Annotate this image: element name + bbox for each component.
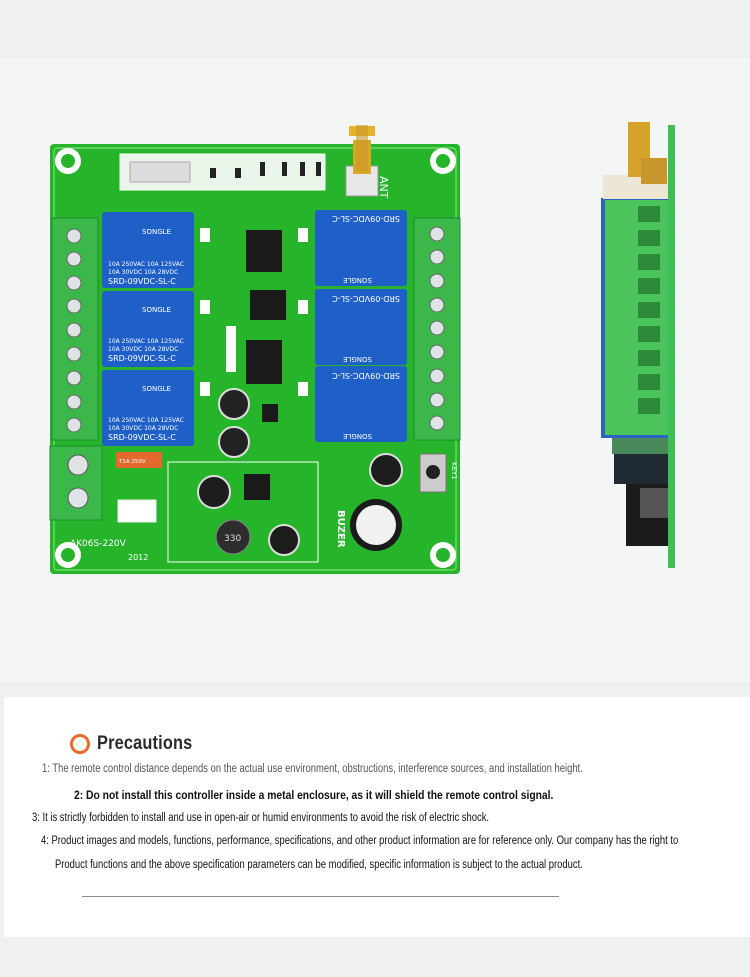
precaution-item-4: 4: Product images and models, functions,…	[41, 835, 679, 847]
svg-text:10A 30VDC 10A 28VDC: 10A 30VDC 10A 28VDC	[108, 346, 178, 353]
svg-text:KEY1: KEY1	[450, 462, 458, 480]
precautions-title: Precautions	[97, 733, 193, 754]
svg-text:330: 330	[224, 534, 241, 544]
svg-text:SRD-09VDC-SL-C: SRD-09VDC-SL-C	[108, 277, 176, 286]
bottom-band	[0, 950, 750, 977]
board-date-label: 2012	[128, 553, 148, 562]
svg-text:SONGLE: SONGLE	[142, 385, 171, 393]
top-band	[0, 0, 750, 42]
precautions-panel	[4, 697, 750, 937]
relay-left-2: SONGLE 10A 250VAC 10A 125VAC 10A 30VDC 1…	[102, 291, 194, 367]
relay-board: ANT SONGL	[49, 125, 461, 574]
terminal-screw-icon	[429, 226, 445, 431]
buzzer-icon	[350, 499, 402, 551]
buzzer-label: BUZER	[335, 510, 346, 548]
mounting-hole-icon	[55, 148, 456, 568]
svg-text:10A 250VAC 10A 125VAC: 10A 250VAC 10A 125VAC	[108, 417, 184, 424]
relay-right-2: SRD-09VDC-SL-C SONGLE	[315, 289, 407, 365]
svg-text:SRD-09VDC-SL-C: SRD-09VDC-SL-C	[332, 371, 400, 380]
svg-text:10A 30VDC 10A 28VDC: 10A 30VDC 10A 28VDC	[108, 425, 178, 432]
relay-board-side-view	[601, 122, 675, 568]
capacitor-icon	[197, 388, 403, 556]
inductor-icon	[215, 519, 251, 555]
svg-text:10A 30VDC 10A 28VDC: 10A 30VDC 10A 28VDC	[108, 269, 178, 276]
precaution-item-1: 1: The remote control distance depends o…	[42, 763, 583, 775]
svg-text:10A 250VAC 10A 125VAC: 10A 250VAC 10A 125VAC	[108, 261, 184, 268]
svg-text:SRD-09VDC-SL-C: SRD-09VDC-SL-C	[108, 354, 176, 363]
fuse-icon	[116, 452, 162, 468]
antenna-label: ANT	[377, 176, 390, 199]
svg-text:SRD-09VDC-SL-C: SRD-09VDC-SL-C	[108, 433, 176, 442]
svg-text:T1A 250V: T1A 250V	[118, 459, 146, 465]
terminal-screw-icon	[66, 228, 82, 433]
circle-bullet-icon	[70, 734, 90, 754]
precaution-item-3: 3: It is strictly forbidden to install a…	[32, 812, 490, 824]
svg-text:SONGLE: SONGLE	[343, 355, 372, 363]
svg-text:SRD-09VDC-SL-C: SRD-09VDC-SL-C	[332, 294, 400, 303]
precaution-item-2: 2: Do not install this controller inside…	[74, 788, 554, 802]
svg-text:SONGLE: SONGLE	[343, 432, 372, 440]
relay-right-3: SRD-09VDC-SL-C SONGLE	[315, 366, 407, 442]
svg-text:SONGLE: SONGLE	[142, 306, 171, 314]
relay-left-3: SONGLE 10A 250VAC 10A 125VAC 10A 30VDC 1…	[102, 370, 194, 446]
precautions-heading: Precautions	[70, 733, 208, 755]
svg-text:SRD-09VDC-SL-C: SRD-09VDC-SL-C	[332, 214, 400, 223]
svg-text:SONGLE: SONGLE	[343, 276, 372, 284]
svg-text:10A 250VAC 10A 125VAC: 10A 250VAC 10A 125VAC	[108, 338, 184, 345]
product-photo: ANT SONGL	[49, 122, 675, 574]
board-model-label: AK06S-220V	[70, 539, 127, 549]
relay-left-1: SONGLE 10A 250VAC 10A 125VAC 10A 30VDC 1…	[102, 212, 194, 288]
svg-text:SONGLE: SONGLE	[142, 228, 171, 236]
divider-line	[82, 896, 559, 897]
ic-chips	[246, 230, 286, 422]
precaution-item-4-continued: Product functions and the above specific…	[55, 859, 583, 871]
relay-right-1: SRD-09VDC-SL-C SONGLE	[315, 210, 407, 286]
